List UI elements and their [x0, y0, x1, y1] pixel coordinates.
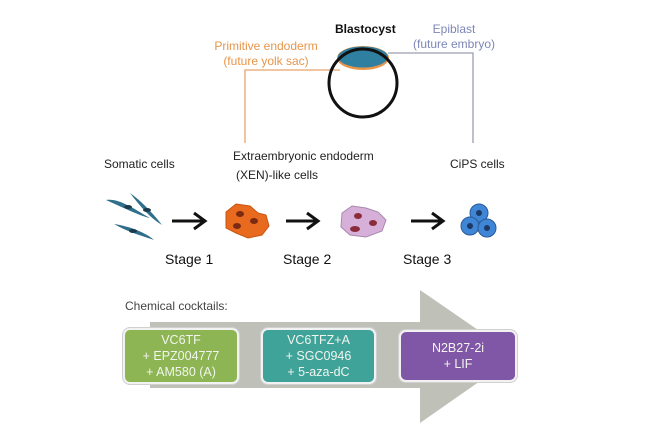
epiblast-line1: Epiblast	[432, 22, 476, 36]
cocktails-heading: Chemical cocktails:	[125, 299, 228, 313]
xen-label-line1: Extraembryonic endoderm	[233, 149, 374, 163]
stage-3-label: Stage 3	[403, 251, 452, 267]
arrow-stage-3-icon	[411, 211, 446, 231]
cocktail-box-stage-1: VC6TF + EPZ004777 + AM580 (A)	[123, 328, 239, 384]
cocktail-2-line3: + 5-aza-dC	[287, 365, 350, 379]
cips-cells-label: CiPS cells	[450, 157, 505, 171]
cocktail-3-line1: N2B27-2i	[431, 341, 485, 355]
stage-1-label: Stage 1	[165, 251, 214, 267]
primitive-endoderm-line1: Primitive endoderm	[214, 39, 318, 53]
cocktail-2-line2: + SGC0946	[285, 349, 352, 363]
cocktail-2-line1: VC6TFZ+A	[287, 333, 350, 347]
blastocyst-title: Blastocyst	[335, 22, 396, 36]
stage-2-label: Stage 2	[283, 251, 332, 267]
primitive-endoderm-line2: (future yolk sac)	[223, 54, 309, 68]
cocktail-box-stage-2: VC6TFZ+A + SGC0946 + 5-aza-dC	[261, 328, 376, 384]
cocktail-1-line3: + AM580 (A)	[146, 365, 216, 379]
somatic-cells-label: Somatic cells	[104, 157, 175, 171]
arrow-stage-1-icon	[172, 211, 208, 231]
cips-cells-icon	[460, 203, 497, 238]
somatic-cells-icon	[106, 193, 162, 240]
epiblast-connector	[388, 52, 474, 143]
cocktail-1-line1: VC6TF	[161, 333, 201, 347]
epiblast-line2: (future embryo)	[412, 37, 496, 51]
blastocyst-icon	[327, 46, 399, 119]
primitive-endoderm-label: Primitive endoderm (future yolk sac)	[200, 39, 332, 69]
cocktail-1-line2: + EPZ004777	[142, 349, 220, 363]
xen-label-line2: (XEN)-like cells	[236, 168, 319, 182]
primitive-endoderm-connector	[244, 69, 340, 143]
arrow-stage-2-icon	[286, 211, 321, 231]
cocktail-3-line2: + LIF	[443, 357, 473, 371]
stage-2-cells-icon	[340, 205, 387, 238]
cocktail-box-stage-3: N2B27-2i + LIF	[399, 330, 517, 382]
xen-like-cells-icon	[225, 203, 270, 239]
epiblast-label: Epiblast (future embryo)	[401, 22, 507, 52]
